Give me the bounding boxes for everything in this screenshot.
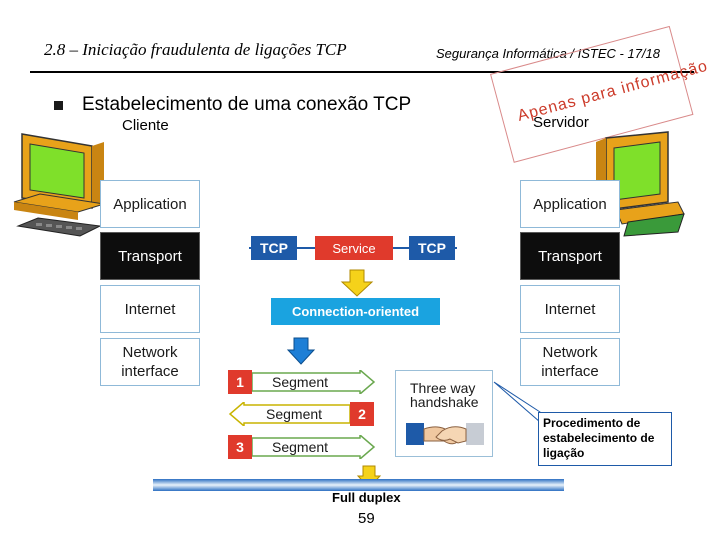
client-transport-layer: Transport [100,232,200,280]
bullet-heading: Estabelecimento de uma conexão TCP [82,94,412,115]
full-duplex-label: Full duplex [332,490,401,505]
tcp-service-bar: TCP Service TCP [249,236,457,260]
connection-oriented-box: Connection-oriented [271,298,440,325]
tcp-left-box: TCP [251,236,297,260]
server-application-layer: Application [520,180,620,228]
left-arrow-icon [228,402,351,426]
segment-number: 2 [350,402,374,426]
server-label: Servidor [533,114,589,131]
service-box: Service [315,236,393,260]
segment-row: 2 Segment [228,402,376,426]
slide-title: 2.8 – Iniciação fraudulenta de ligações … [44,40,347,59]
client-application-layer: Application [100,180,200,228]
header-rule [30,71,694,73]
segment-label: Segment [272,374,329,390]
full-duplex-bar [153,479,564,491]
tcp-right-box: TCP [409,236,455,260]
server-network-interface-layer: Network interface [520,338,620,386]
right-arrow-icon [251,435,376,459]
segment-label: Segment [266,406,323,422]
segment-number: 1 [228,370,252,394]
bullet-square-icon [54,101,63,110]
down-arrow-icon [286,337,316,365]
handshake-icon [406,423,484,445]
handshake-label: Three way handshake [410,380,479,410]
right-arrow-icon [251,370,376,394]
client-label: Cliente [122,117,169,134]
server-internet-layer: Internet [520,285,620,333]
segment-row: 3 Segment [228,435,376,459]
client-network-interface-layer: Network interface [100,338,200,386]
page-number: 59 [358,510,375,527]
handshake-box: Three way handshake [395,370,493,457]
segment-row: 1 Segment [228,370,376,394]
segment-number: 3 [228,435,252,459]
course-label: Segurança Informática / ISTEC - 17/18 [436,46,660,61]
server-transport-layer: Transport [520,232,620,280]
callout-box: Procedimento de estabelecimento de ligaç… [538,412,672,466]
down-arrow-icon [340,269,374,297]
segment-label: Segment [272,439,329,455]
client-internet-layer: Internet [100,285,200,333]
computer-icon [13,133,105,237]
